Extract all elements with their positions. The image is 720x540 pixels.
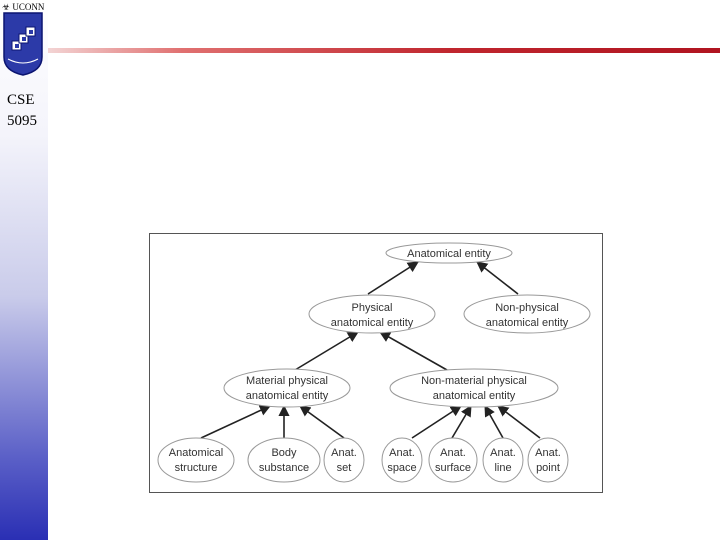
crest-icon: ☣ bbox=[2, 2, 11, 12]
uconn-seal-icon bbox=[3, 12, 43, 76]
label-anatomical-structure-2: structure bbox=[175, 462, 218, 474]
node-anat-set bbox=[323, 437, 365, 483]
edge-point-to-nonmaterial bbox=[497, 405, 541, 439]
node-physical bbox=[308, 294, 436, 334]
institution-header: ☣ UCONN bbox=[2, 2, 44, 13]
diagram-edges bbox=[200, 261, 541, 439]
edge-nonmaterial-to-physical bbox=[379, 331, 448, 371]
edge-nonphysical-to-entity bbox=[476, 261, 519, 295]
label-anatomical-entity: Anatomical entity bbox=[407, 248, 491, 260]
label-non-physical-2: anatomical entity bbox=[486, 317, 569, 329]
title-rule bbox=[48, 48, 720, 53]
label-anat-surface: Anat. bbox=[440, 447, 466, 459]
label-non-material-2: anatomical entity bbox=[433, 390, 516, 402]
node-material bbox=[223, 368, 351, 408]
label-anat-point-2: point bbox=[536, 462, 560, 474]
label-anat-space-2: space bbox=[387, 462, 416, 474]
label-anat-point: Anat. bbox=[535, 447, 561, 459]
edge-set-to-material bbox=[299, 405, 345, 439]
institution-name: UCONN bbox=[12, 2, 45, 12]
course-code: CSE bbox=[7, 92, 35, 108]
node-anatomical-entity bbox=[385, 242, 513, 264]
diagram-canvas: Anatomical entity Physical anatomical en… bbox=[157, 242, 591, 483]
node-body-substance bbox=[247, 437, 321, 483]
label-non-material: Non-material physical bbox=[421, 375, 527, 387]
label-anat-surface-2: surface bbox=[435, 462, 471, 474]
node-anat-point bbox=[527, 437, 569, 483]
edge-space-to-nonmaterial bbox=[411, 405, 462, 439]
label-body-substance-2: substance bbox=[259, 462, 309, 474]
edge-physical-to-entity bbox=[367, 261, 419, 295]
course-number: 5095 bbox=[7, 113, 37, 129]
node-anat-line bbox=[482, 437, 524, 483]
label-physical: Physical bbox=[352, 302, 393, 314]
label-anat-set-2: set bbox=[337, 462, 352, 474]
label-physical-2: anatomical entity bbox=[331, 317, 414, 329]
node-anatomical-structure bbox=[157, 437, 235, 483]
label-material: Material physical bbox=[246, 375, 328, 387]
label-anat-space: Anat. bbox=[389, 447, 415, 459]
edge-material-to-physical bbox=[294, 331, 359, 371]
label-anatomical-structure: Anatomical bbox=[169, 447, 223, 459]
course-label: CSE 5095 bbox=[7, 90, 37, 132]
label-non-physical: Non-physical bbox=[495, 302, 559, 314]
node-non-material bbox=[389, 368, 559, 408]
node-anat-surface bbox=[428, 437, 478, 483]
label-anat-line: Anat. bbox=[490, 447, 516, 459]
edge-line-to-nonmaterial bbox=[484, 405, 504, 439]
label-anat-set: Anat. bbox=[331, 447, 357, 459]
label-anat-line-2: line bbox=[494, 462, 511, 474]
edge-structure-to-material bbox=[200, 405, 272, 439]
node-non-physical bbox=[463, 294, 591, 334]
edge-surface-to-nonmaterial bbox=[451, 405, 472, 439]
label-body-substance: Body bbox=[271, 447, 297, 459]
node-anat-space bbox=[381, 437, 423, 483]
sidebar: ☣ UCONN CSE 5095 bbox=[0, 0, 48, 540]
label-material-2: anatomical entity bbox=[246, 390, 329, 402]
anatomy-diagram: Anatomical entity Physical anatomical en… bbox=[149, 233, 603, 493]
